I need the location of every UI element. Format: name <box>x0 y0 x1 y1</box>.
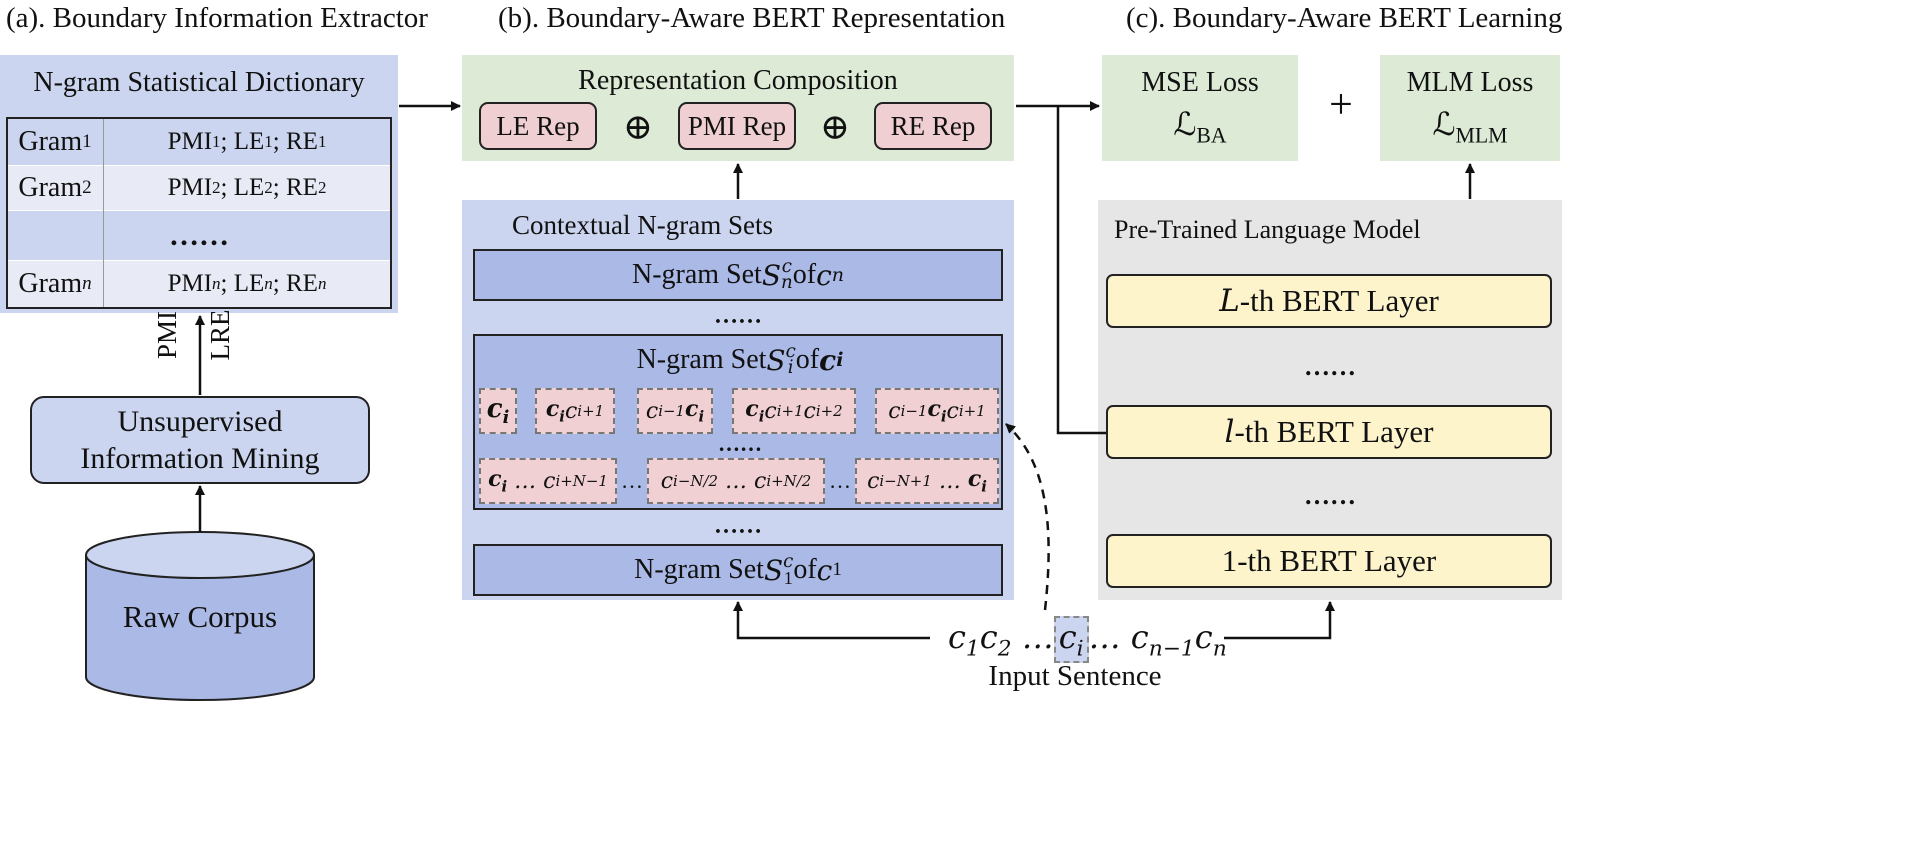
dictionary-title: N-gram Statistical Dictionary <box>33 67 365 98</box>
bert-layer-mid: l-th BERT Layer <box>1106 405 1552 459</box>
re-rep: RE Rep <box>874 102 992 150</box>
chip-gap-ellipsis: … <box>829 468 851 493</box>
layers-ellipsis: …… <box>1304 481 1356 510</box>
pmi-label: PMI <box>152 311 182 360</box>
column-divider <box>103 119 104 307</box>
plm-title: Pre-Trained Language Model <box>1114 215 1421 244</box>
mse-loss-symbol: ℒBA <box>1173 106 1227 148</box>
lre-label: LRE <box>205 309 235 361</box>
mining-line-2: Information Mining <box>80 442 320 475</box>
mlm-loss-symbol: ℒMLM <box>1432 106 1508 148</box>
mining-line-1: Unsupervised <box>117 405 283 438</box>
pmi-rep: PMI Rep <box>678 102 796 150</box>
panel-a-title: (a). Boundary Information Extractor <box>6 2 428 34</box>
mse-loss-box: MSE Loss ℒBA <box>1102 55 1298 161</box>
input-sentence: c1c2 …ci… cn−1cn <box>948 616 1227 664</box>
ngram-chip: ci <box>479 388 517 434</box>
plus-sign: + <box>1329 82 1353 128</box>
panel-c-title: (c). Boundary-Aware BERT Learning <box>1126 2 1563 34</box>
mse-loss-title: MSE Loss <box>1141 67 1259 99</box>
sets-ellipsis: …… <box>714 302 762 329</box>
oplus-symbol: ⊕ <box>819 107 851 147</box>
panel-b-title: (b). Boundary-Aware BERT Representation <box>498 2 1006 34</box>
representation-composition: Representation Composition LE Rep ⊕ PMI … <box>462 55 1014 161</box>
input-sentence-label: Input Sentence <box>988 660 1162 692</box>
pretrained-language-model: Pre-Trained Language Model L-th BERT Lay… <box>1098 200 1562 600</box>
unsupervised-mining-box: Unsupervised Information Mining <box>30 396 370 484</box>
mlm-loss-box: MLM Loss ℒMLM <box>1380 55 1560 161</box>
mlm-loss-title: MLM Loss <box>1406 67 1534 99</box>
raw-corpus-label: Raw Corpus <box>122 599 278 634</box>
le-rep: LE Rep <box>479 102 597 150</box>
oplus-symbol: ⊕ <box>622 107 654 147</box>
table-row-ellipsis: …… <box>8 211 390 260</box>
composition-title: Representation Composition <box>578 65 898 96</box>
bert-layer-first: 1-th BERT Layer <box>1106 534 1552 588</box>
sets-ellipsis: …… <box>714 512 762 539</box>
chip-gap-ellipsis: … <box>621 468 643 493</box>
layers-ellipsis: …… <box>1304 352 1356 381</box>
chips-ellipsis: …… <box>718 431 762 456</box>
bert-layer-top: L-th BERT Layer <box>1106 274 1552 328</box>
sets-title: Contextual N-gram Sets <box>512 210 773 240</box>
